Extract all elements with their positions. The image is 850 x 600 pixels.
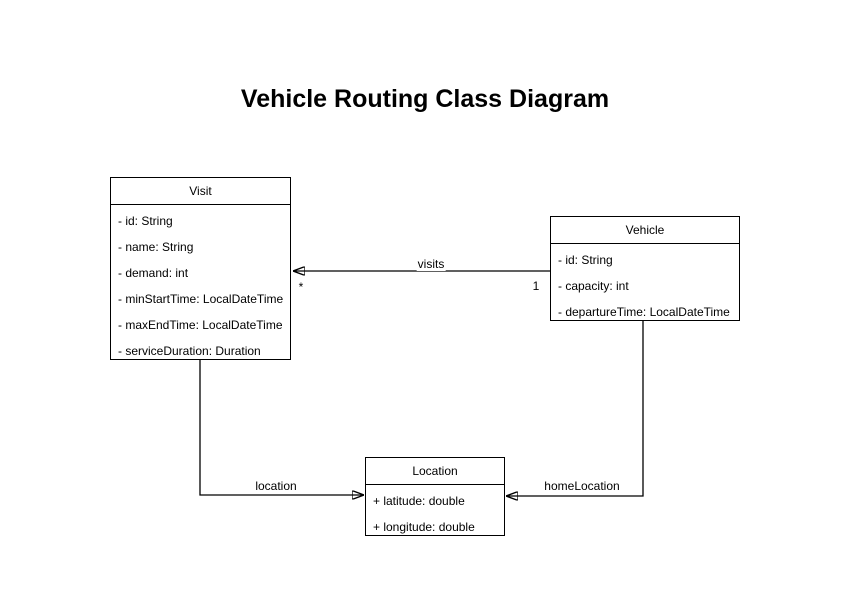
edge-location-line[interactable] bbox=[199, 360, 364, 495]
class-visit-title: Visit bbox=[111, 178, 290, 205]
class-location[interactable]: Location + latitude: double + longitude:… bbox=[365, 457, 505, 536]
diagram-title: Vehicle Routing Class Diagram bbox=[240, 85, 610, 113]
class-attribute: - id: String bbox=[118, 214, 173, 228]
edge-homelocation-label[interactable]: homeLocation bbox=[543, 479, 621, 493]
edge-visits-label[interactable]: visits bbox=[416, 257, 446, 271]
class-vehicle-title: Vehicle bbox=[551, 217, 739, 244]
class-attribute: + latitude: double bbox=[373, 494, 465, 508]
class-visit-attributes: - id: String - name: String - demand: in… bbox=[111, 205, 290, 364]
class-location-attributes: + latitude: double + longitude: double bbox=[366, 485, 504, 540]
class-attribute: - serviceDuration: Duration bbox=[118, 344, 261, 358]
class-vehicle-attributes: - id: String - capacity: int - departure… bbox=[551, 244, 739, 325]
class-location-title: Location bbox=[366, 458, 504, 485]
edge-homelocation-line[interactable] bbox=[506, 321, 644, 496]
edge-visits-target-multiplicity: * bbox=[298, 280, 304, 294]
class-vehicle[interactable]: Vehicle - id: String - capacity: int - d… bbox=[550, 216, 740, 321]
class-attribute: - capacity: int bbox=[558, 279, 629, 293]
class-attribute: - departureTime: LocalDateTime bbox=[558, 305, 730, 319]
class-attribute: + longitude: double bbox=[373, 520, 475, 534]
class-visit[interactable]: Visit - id: String - name: String - dema… bbox=[110, 177, 291, 360]
edge-location-label[interactable]: location bbox=[254, 479, 298, 493]
class-attribute: - id: String bbox=[558, 253, 613, 267]
class-attribute: - maxEndTime: LocalDateTime bbox=[118, 318, 283, 332]
class-attribute: - minStartTime: LocalDateTime bbox=[118, 292, 284, 306]
edge-visits-source-multiplicity: 1 bbox=[532, 279, 540, 293]
class-attribute: - name: String bbox=[118, 240, 194, 254]
class-attribute: - demand: int bbox=[118, 266, 189, 280]
